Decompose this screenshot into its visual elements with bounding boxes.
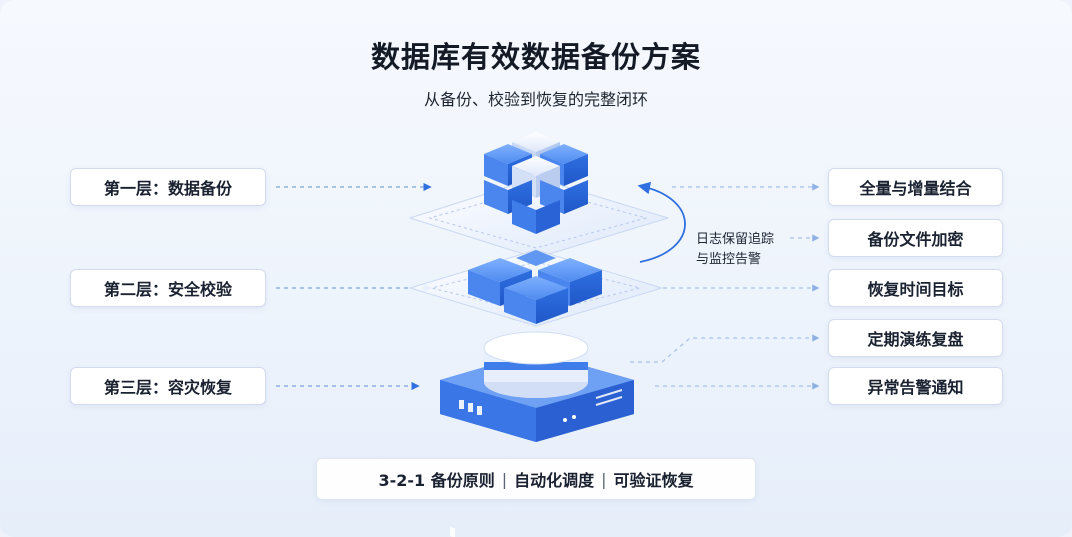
feature-box-5: 异常告警通知 (828, 367, 1003, 405)
principle-3: 可验证恢复 (613, 471, 694, 490)
feature-box-2: 备份文件加密 (828, 219, 1003, 257)
page-subtitle: 从备份、校验到恢复的完整闭环 (423, 90, 648, 109)
security-check-cubes (468, 250, 602, 324)
loop-arrow (637, 181, 686, 263)
separator: | (601, 469, 607, 489)
feature-box-3: 恢复时间目标 (828, 269, 1003, 307)
layer-3-box: 第三层：容灾恢复 (70, 367, 266, 405)
principles-bar: 3-2-1 备份原则 | 自动化调度 | 可验证恢复 (316, 458, 756, 500)
layer-2-box: 第二层：安全校验 (70, 269, 266, 307)
principle-2: 自动化调度 (514, 471, 595, 490)
disaster-recovery-server (440, 331, 634, 537)
feature-box-4: 定期演练复盘 (828, 319, 1003, 357)
page-title: 数据库有效数据备份方案 (370, 40, 701, 74)
data-backup-cubes (484, 132, 588, 234)
connector-feature-4 (630, 334, 820, 363)
loop-note-line-1: 日志保留追踪 (696, 232, 775, 247)
loop-note: 日志保留追踪 与监控告警 (696, 230, 774, 270)
separator: | (501, 469, 508, 489)
principle-1: 3-2-1 备份原则 (378, 471, 495, 490)
feature-box-1: 全量与增量结合 (828, 168, 1003, 206)
loop-note-line-2: 与监控告警 (696, 252, 762, 267)
layer-1-box: 第一层：数据备份 (70, 168, 266, 206)
